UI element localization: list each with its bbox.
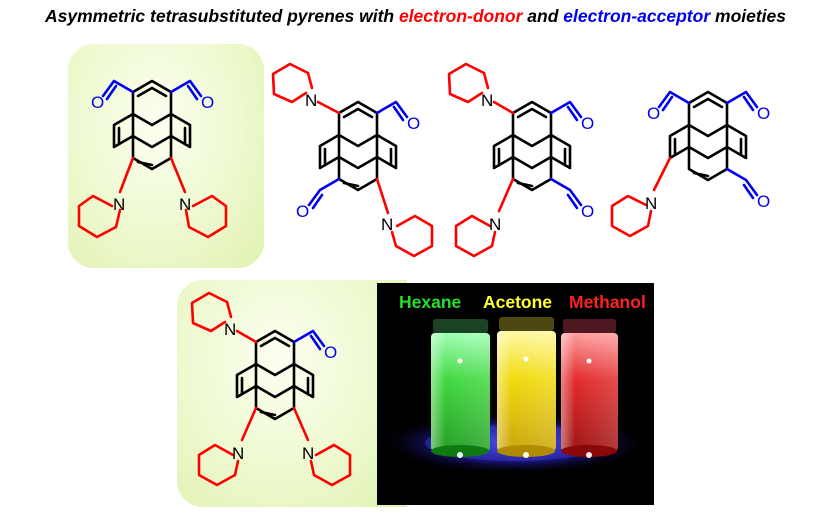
nitrogen-atom: N — [113, 195, 125, 214]
nitrogen-atom: N — [302, 444, 314, 463]
nitrogen-atom: N — [645, 194, 657, 213]
label-hexane: Hexane — [399, 292, 462, 312]
aldehyde-group: O — [292, 329, 337, 362]
nitrogen-atom: N — [179, 195, 191, 214]
oxygen-atom: O — [201, 93, 214, 112]
vial-hexane — [431, 319, 490, 457]
oxygen-atom: O — [581, 202, 594, 221]
vial-methanol — [561, 319, 618, 457]
label-methanol: Methanol — [569, 292, 646, 312]
nitrogen-atom: N — [381, 215, 393, 234]
figure-title: Asymmetric tetrasubstituted pyrenes with… — [0, 6, 831, 27]
solvent-photo: Hexane Acetone Methanol — [377, 283, 654, 505]
solvent-vials: Hexane Acetone Methanol — [380, 292, 650, 475]
title-acceptor: electron-acceptor — [563, 6, 711, 26]
aldehyde-group: O O — [549, 100, 594, 221]
pyrene-core-2 — [318, 100, 398, 192]
pyrene-core-1 — [112, 79, 192, 171]
nitrogen-atom: N — [481, 91, 493, 110]
highlight-panel-1 — [68, 44, 264, 268]
label-acetone: Acetone — [483, 292, 552, 312]
piperidine-group: N N — [447, 62, 515, 258]
piperidine-group: N N — [77, 156, 228, 239]
aldehyde-group: O O — [296, 100, 420, 221]
oxygen-atom: O — [91, 93, 104, 112]
oxygen-atom: O — [757, 192, 770, 211]
pyrene-core-4 — [668, 90, 748, 182]
oxygen-atom: O — [581, 114, 594, 133]
oxygen-atom: O — [647, 104, 660, 123]
pyrene-core-5 — [235, 329, 315, 421]
highlight-panel-2 — [177, 280, 407, 507]
aldehyde-group: O O O — [647, 90, 770, 211]
piperidine-group: N — [610, 156, 672, 238]
pyrene-core-3 — [492, 100, 572, 192]
vial-acetone — [497, 317, 556, 457]
piperidine-group: N N N — [190, 291, 352, 487]
nitrogen-atom: N — [224, 320, 236, 339]
oxygen-atom: O — [324, 343, 337, 362]
piperidine-group: N N — [271, 62, 434, 258]
title-suffix: moieties — [710, 6, 787, 26]
oxygen-atom: O — [296, 202, 309, 221]
oxygen-atom: O — [407, 114, 420, 133]
title-donor: electron-donor — [398, 6, 523, 26]
oxygen-atom: O — [757, 104, 770, 123]
aldehyde-group: O O — [91, 79, 214, 112]
nitrogen-atom: N — [489, 215, 501, 234]
title-middle: and — [522, 6, 564, 26]
nitrogen-atom: N — [305, 91, 317, 110]
nitrogen-atom: N — [232, 444, 244, 463]
title-prefix: Asymmetric tetrasubstituted pyrenes with — [44, 6, 399, 26]
